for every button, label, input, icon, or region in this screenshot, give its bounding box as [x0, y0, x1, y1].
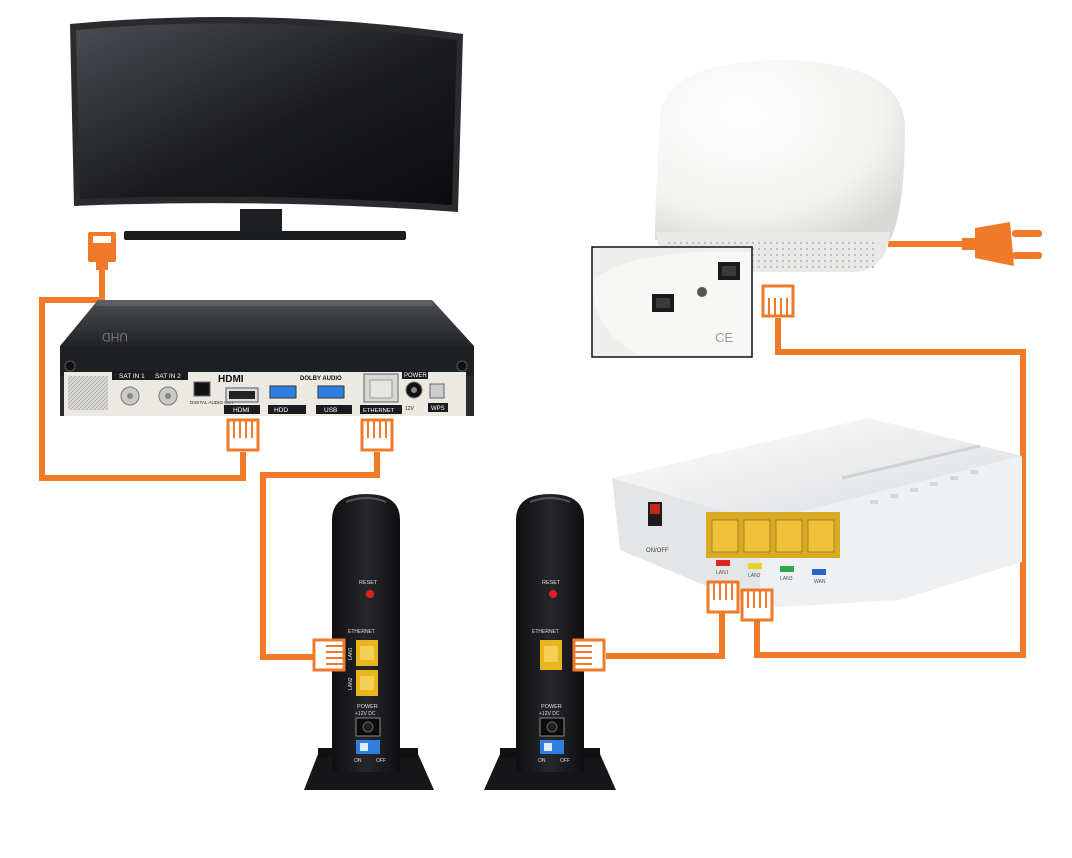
plc-left-on-label: ON [354, 758, 362, 764]
wifi-point-port-inset: CE [591, 246, 753, 358]
cable-plc-right-to-router [606, 612, 725, 659]
powerline-adapter-left: RESET ETHERNET LAN1 LAN2 POWER +12V DC O… [304, 494, 434, 790]
router-lan3-label: LAN3 [780, 576, 793, 582]
settop-power-label: POWER [404, 373, 427, 379]
router-onoff-label: ON/OFF [646, 548, 669, 554]
router-wan-port [807, 519, 835, 553]
settop-ethernet-label: ETHERNET [363, 408, 395, 414]
plc-right-reset-button [549, 590, 557, 598]
euro-plug-icon [962, 222, 1042, 266]
television [70, 16, 463, 240]
router-lan1-label: LAN1 [716, 570, 729, 576]
sat-in-1-label: SAT IN 1 [119, 373, 145, 380]
router-lan2-label: LAN2 [748, 573, 761, 579]
plc-left-off-label: OFF [376, 758, 386, 764]
sat-in-2-label: SAT IN 2 [155, 373, 181, 380]
router-lan1-port [711, 519, 739, 553]
set-top-box: UHD SAT IN 1 SAT IN 2 DIGITAL AUDIO OUT … [60, 300, 474, 416]
rj45-connector-icon [360, 418, 394, 452]
hdd-usb-port [269, 385, 297, 399]
settop-brand: UHD [102, 330, 128, 344]
plc-left-lan2-label: LAN2 [348, 677, 354, 690]
hdmi-logo: HDMI [218, 374, 244, 385]
plc-left-power-spec: +12V DC [355, 711, 376, 717]
powerline-adapter-right: RESET ETHERNET POWER +12V DC ON OFF [484, 494, 616, 790]
plc-right-power-spec: +12V DC [539, 711, 560, 717]
router-lan2-port [743, 519, 771, 553]
rj45-connector-icon [226, 418, 260, 452]
cable-settop-ethernet-to-plc-left [260, 452, 380, 660]
plc-right-power-label: POWER [541, 704, 562, 710]
wifi-point [655, 60, 905, 272]
inset-ce-mark: CE [715, 330, 733, 345]
cables [39, 241, 1026, 660]
plc-left-ethernet-label: ETHERNET [348, 629, 375, 635]
plc-right-reset-label: RESET [542, 580, 561, 586]
rj45-connector-icon [572, 638, 606, 672]
plc-right-on-label: ON [538, 758, 546, 764]
usb-port [317, 385, 345, 399]
plc-right-off-label: OFF [560, 758, 570, 764]
hdmi-label: HDMI [233, 407, 250, 414]
plc-left-power-label: POWER [357, 704, 378, 710]
cable-tv-power-to-hdmi [39, 268, 246, 481]
plc-left-reset-button [366, 590, 374, 598]
hdd-label: HDD [274, 407, 288, 414]
rj45-connector-icon [761, 284, 795, 318]
wps-label: WPS [431, 406, 445, 412]
cable-router-to-wifi-point [754, 318, 1026, 658]
digital-audio-label: DIGITAL AUDIO OUT [190, 400, 234, 405]
plc-right-ethernet-label: ETHERNET [532, 629, 559, 635]
router-wan-label: WAN [814, 579, 826, 585]
usb-label: USB [324, 407, 337, 414]
plc-left-lan1-label: LAN1 [348, 647, 354, 660]
router-lan3-port [775, 519, 803, 553]
dolby-label: DOLBY AUDIO [300, 376, 342, 382]
plc-left-reset-label: RESET [359, 580, 378, 586]
rj45-connector-icon [312, 638, 346, 672]
rj45-connector-icon [740, 588, 774, 622]
power-plug-icon [88, 232, 116, 270]
settop-power-spec: 12V [405, 406, 415, 412]
rj45-connector-icon [706, 580, 740, 614]
digital-audio-port [193, 381, 211, 397]
router: ON/OFF LAN1 LAN2 LAN3 WAN [612, 418, 1022, 608]
connectors [226, 284, 795, 672]
